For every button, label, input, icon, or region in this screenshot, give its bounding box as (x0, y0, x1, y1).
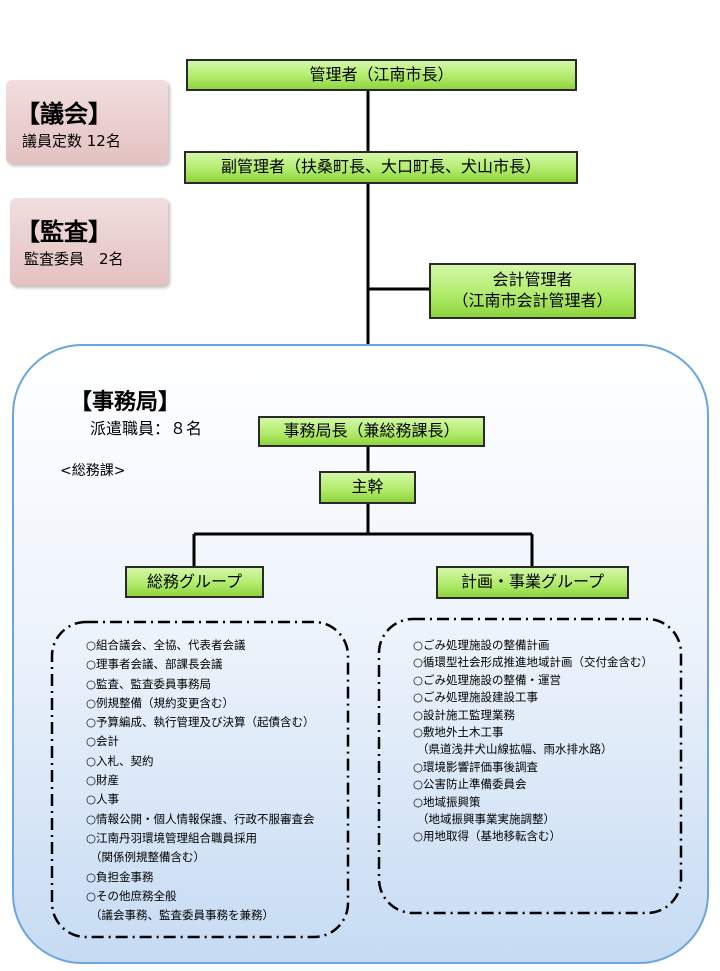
secretariat-title: 【事務局】 (70, 390, 181, 415)
audit-detail: 監査委員 2名 (24, 250, 124, 268)
list-item: ○敷地外土木工事 (413, 725, 504, 740)
accounting-manager-title: 会計管理者 (492, 270, 573, 290)
secretariat-panel (12, 344, 709, 964)
director-box: 事務局長（兼総務課長） (258, 416, 485, 447)
audit-box: 【監査】 監査委員 2名 (10, 198, 168, 286)
list-item: ○江南丹羽環境管理組合職員採用 (86, 830, 258, 845)
list-item: ○ごみ処理施設の整備計画 (413, 638, 550, 652)
list-item: ○予算編成、執行管理及び決算（起債含む） (86, 715, 315, 730)
secretariat-staff: 派遣職員：８名 (90, 419, 203, 438)
assembly-detail: 議員定数 12名 (22, 132, 121, 150)
list-item: ○循環型社会形成推進地域計画（交付金含む） (413, 655, 654, 670)
general-group-box: 総務グループ (125, 566, 264, 598)
planning-tasks-frame (377, 617, 683, 915)
list-item: ○情報公開・個人情報保護、行政不服審査会 (86, 811, 315, 826)
accounting-manager-affiliation: （江南市会計管理者） (452, 291, 613, 310)
list-item: ○地域振興策 (413, 794, 481, 809)
list-item: ○環境影響評価事後調査 (413, 759, 539, 774)
planning-task-list: ○ごみ処理施設の整備計画 ○循環型社会形成推進地域計画（交付金含む） ○ごみ処理… (413, 637, 653, 846)
assembly-box: 【議会】 議員定数 12名 (6, 80, 168, 164)
audit-title: 【監査】 (16, 218, 112, 246)
list-item: ○財産 (86, 773, 120, 788)
planning-group-box: 計画・事業グループ (436, 566, 629, 599)
general-tasks-frame (50, 620, 350, 939)
list-item: ○監査、監査委員事務局 (86, 676, 212, 691)
list-item: ○ごみ処理施設の整備・運営 (413, 672, 562, 687)
accounting-manager-box: 会計管理者 （江南市会計管理者） (429, 263, 636, 319)
list-item: （県道浅井犬山線拡幅、雨水排水路） (417, 742, 613, 757)
list-item: （議会事務、監査委員事務を兼務） (90, 908, 274, 923)
list-item: ○公害防止準備委員会 (413, 777, 527, 792)
list-item: （関係例規整備含む） (90, 850, 205, 865)
general-task-list: ○組合議会、全協、代表者会議 ○理事者会議、部課長会議 ○監査、監査委員事務局 … (86, 636, 315, 925)
list-item: ○理事者会議、部課長会議 (86, 657, 223, 672)
chief-box: 主幹 (319, 471, 416, 504)
list-item: ○会計 (86, 734, 120, 749)
list-item: ○人事 (86, 792, 120, 807)
section-label: <総務課> (60, 463, 126, 479)
list-item: ○負担金事務 (86, 869, 154, 884)
list-item: ○ごみ処理施設建設工事 (413, 690, 539, 705)
list-item: ○用地取得（基地移転含む） (413, 829, 562, 844)
assembly-title: 【議会】 (16, 100, 112, 128)
list-item: ○設計施工監理業務 (413, 707, 516, 722)
list-item: ○その他庶務全般 (86, 888, 177, 903)
vice-administrator-box: 副管理者（扶桑町長、大口町長、犬山市長） (184, 151, 578, 184)
administrator-box: 管理者（江南市長） (186, 59, 577, 91)
list-item: （地域振興事業実施調整） (417, 812, 555, 827)
list-item: ○入札、契約 (86, 753, 154, 768)
list-item: ○組合議会、全協、代表者会議 (86, 638, 246, 652)
list-item: ○例規整備（規約変更含む） (86, 695, 235, 710)
